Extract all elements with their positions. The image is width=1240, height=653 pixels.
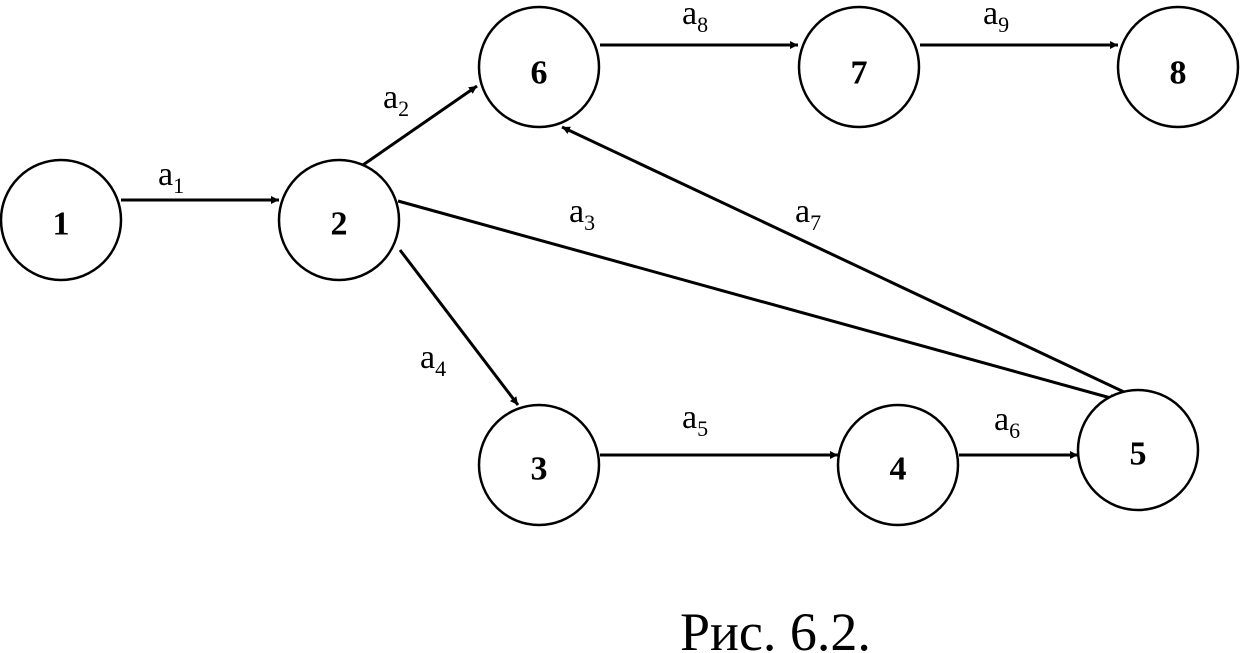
node-5: 5	[1076, 388, 1200, 512]
edge-label-index: 9	[998, 12, 1009, 37]
edge-label-name: a	[795, 193, 810, 230]
edge-5-6	[561, 125, 1159, 410]
edge-label-a9: a9	[983, 0, 1009, 37]
node-6: 6	[477, 5, 601, 129]
edge-2-6	[359, 84, 478, 169]
node-3: 3	[477, 403, 601, 527]
node-2: 2	[277, 158, 401, 282]
edge-label-a7: a7	[795, 193, 821, 235]
edge-label-index: 3	[584, 210, 595, 235]
edge-label-index: 2	[398, 96, 409, 121]
edge-label-a4: a4	[420, 339, 446, 381]
edge-label-name: a	[569, 193, 584, 230]
figure-caption: Рис. 6.2.	[680, 602, 871, 653]
nodes-group: 1 2 3 4 5 6 7 8	[0, 5, 1240, 527]
edge-label-name: a	[383, 79, 398, 116]
edge-label-name: a	[682, 399, 697, 436]
node-1: 1	[0, 158, 123, 282]
node-label: 3	[531, 451, 548, 488]
edge-2-3	[398, 249, 520, 406]
node-label: 7	[851, 55, 868, 92]
node-label: 2	[331, 206, 348, 243]
edge-label-index: 7	[810, 210, 821, 235]
edge-label-name: a	[983, 0, 998, 32]
node-4: 4	[836, 403, 960, 527]
edge-label-index: 5	[697, 416, 708, 441]
edge-2-5	[397, 199, 1119, 402]
edge-label-a1: a1	[158, 156, 184, 198]
edge-label-a2: a2	[383, 79, 409, 121]
node-label: 1	[53, 206, 70, 243]
edge-label-name: a	[682, 0, 697, 32]
node-7: 7	[797, 5, 921, 129]
node-8: 8	[1116, 5, 1240, 129]
edge-label-a8: a8	[682, 0, 708, 37]
edge-label-index: 4	[435, 356, 446, 381]
edge-labels-group: a1 a2 a3 a4 a5 a6 a7 a8 a9	[158, 0, 1020, 443]
edge-label-index: 6	[1009, 418, 1020, 443]
edge-label-name: a	[420, 339, 435, 376]
node-label: 4	[890, 451, 907, 488]
edge-label-a6: a6	[994, 401, 1020, 443]
edges-group	[121, 41, 1159, 459]
node-label: 8	[1170, 55, 1187, 92]
node-label: 6	[531, 55, 548, 92]
edge-label-name: a	[994, 401, 1009, 438]
node-label: 5	[1130, 436, 1147, 473]
edge-label-a3: a3	[569, 193, 595, 235]
edge-label-name: a	[158, 156, 173, 193]
edge-label-index: 1	[173, 173, 184, 198]
edge-label-index: 8	[697, 12, 708, 37]
edge-label-a5: a5	[682, 399, 708, 441]
